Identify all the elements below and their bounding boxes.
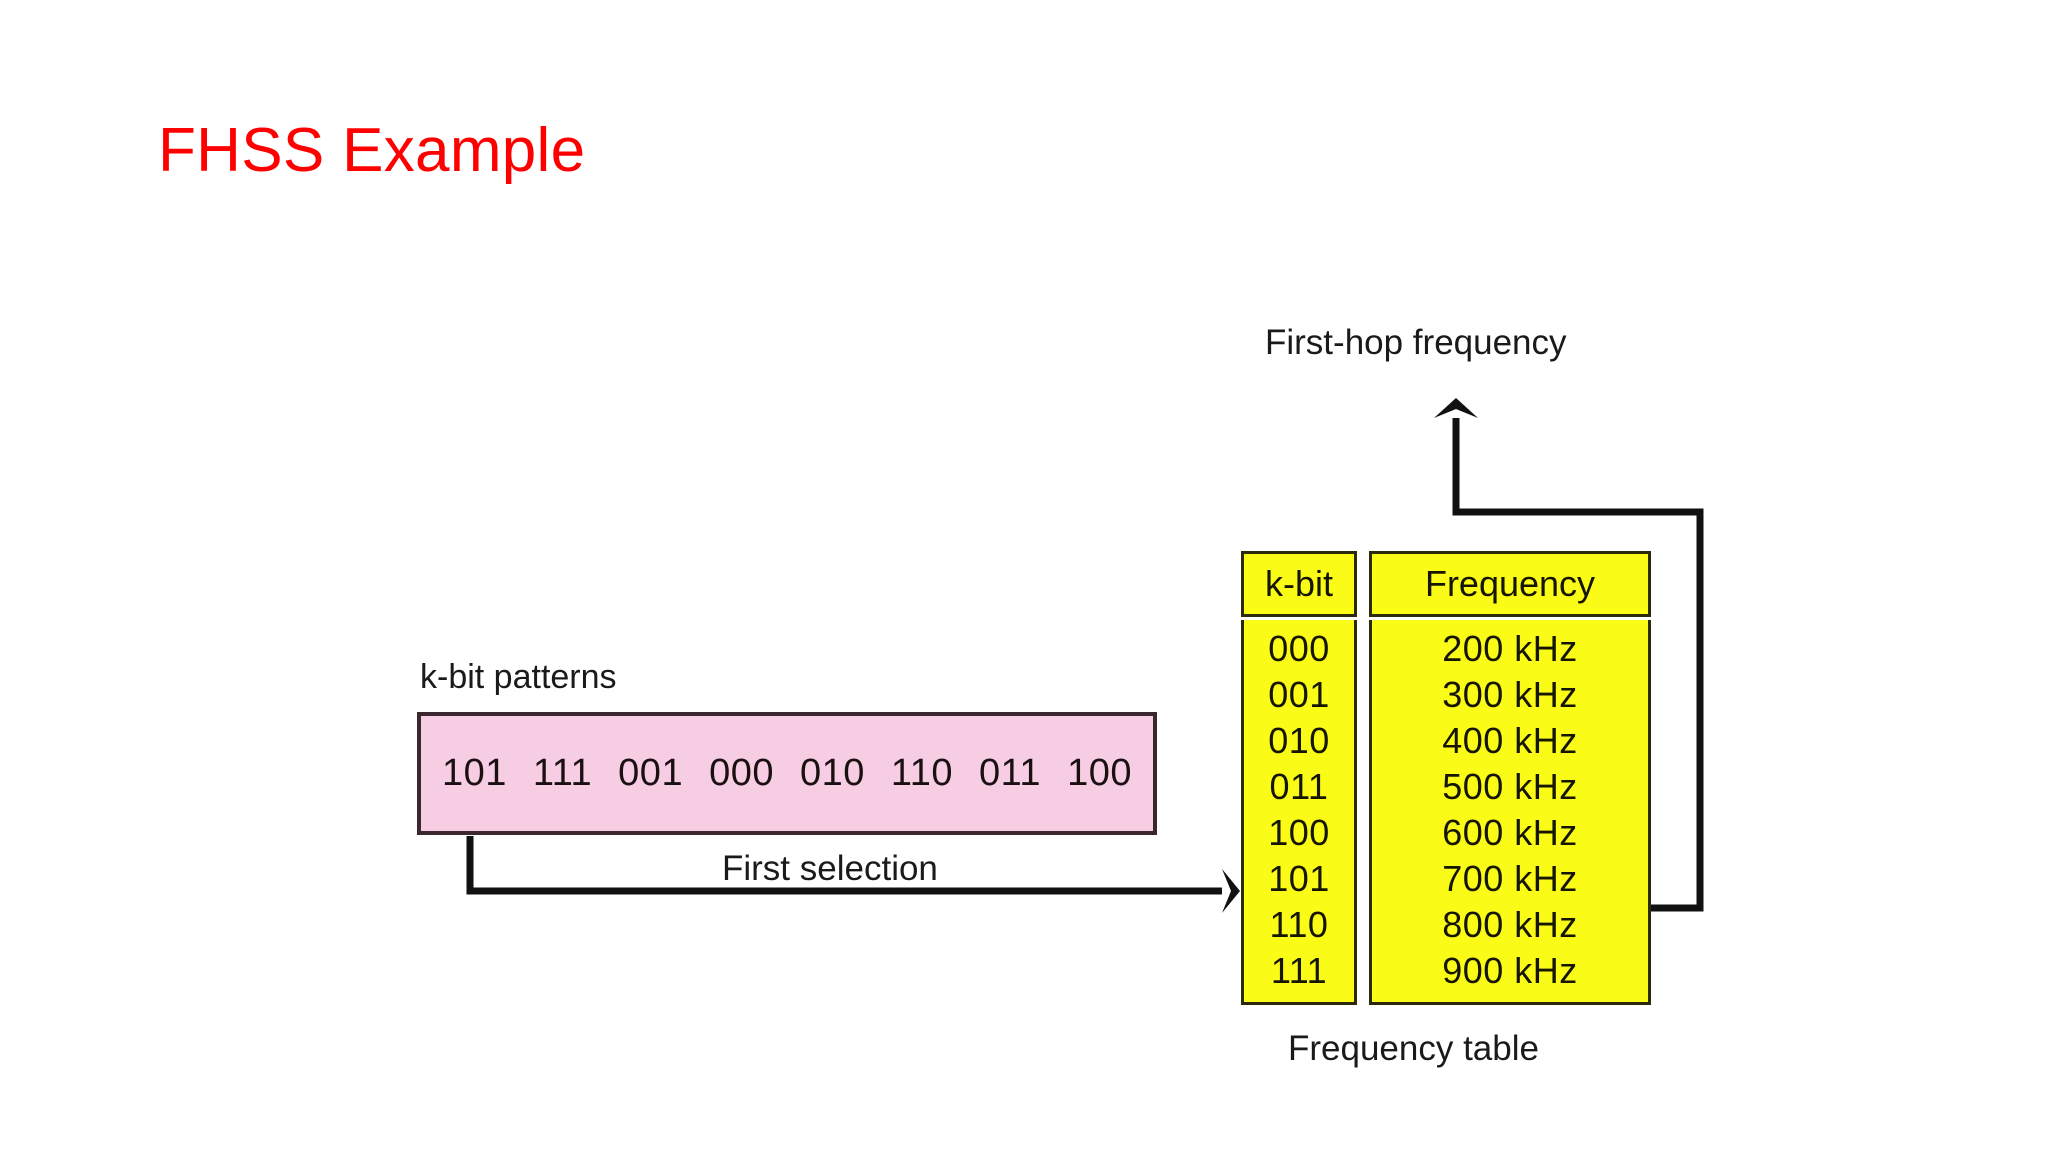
- table-row: 300 kHz: [1442, 674, 1578, 715]
- frequency-table-caption: Frequency table: [1288, 1029, 1539, 1068]
- kbit-pattern-item: 010: [799, 752, 865, 794]
- kbit-pattern-item: 100: [1067, 752, 1132, 794]
- table-row: 010: [1268, 720, 1330, 761]
- first-selection-label: First selection: [722, 849, 938, 888]
- table-row: 200 kHz: [1442, 628, 1578, 669]
- kbit-patterns-list: 101 111 001 000 010 110 011 100: [421, 716, 1153, 831]
- table-row: 600 kHz: [1442, 812, 1578, 853]
- kbit-patterns-box: 101 111 001 000 010 110 011 100: [417, 712, 1157, 835]
- table-row: 900 kHz: [1442, 950, 1578, 991]
- kbit-pattern-item: 001: [618, 752, 684, 794]
- table-row: 500 kHz: [1442, 766, 1578, 807]
- table-row: 400 kHz: [1442, 720, 1578, 761]
- frequency-table: k-bit 000 001 010 011 100 101 110 111 Fr…: [1241, 551, 1651, 1015]
- kbit-pattern-item: 111: [532, 752, 593, 794]
- frequency-table-kbit-cells: 000 001 010 011 100 101 110 111: [1241, 620, 1357, 1005]
- frequency-table-kbit-column: k-bit 000 001 010 011 100 101 110 111: [1241, 551, 1357, 1005]
- page-title: FHSS Example: [158, 116, 586, 185]
- frequency-table-frequency-column: Frequency 200 kHz 300 kHz 400 kHz 500 kH…: [1369, 551, 1651, 1005]
- kbit-patterns-label: k-bit patterns: [420, 658, 617, 696]
- kbit-pattern-item: 011: [978, 752, 1042, 794]
- table-row: 800 kHz: [1442, 904, 1578, 945]
- frequency-table-frequency-cells: 200 kHz 300 kHz 400 kHz 500 kHz 600 kHz …: [1369, 620, 1651, 1005]
- kbit-pattern-item: 101: [442, 752, 507, 794]
- kbit-pattern-item: 000: [709, 752, 774, 794]
- column-header-frequency: Frequency: [1369, 551, 1651, 617]
- table-row: 001: [1268, 674, 1330, 715]
- table-row: 000: [1268, 628, 1330, 669]
- table-row: 011: [1269, 766, 1329, 807]
- table-row-selected: 101: [1268, 858, 1330, 899]
- table-row: 110: [1269, 904, 1329, 945]
- table-row: 100: [1268, 812, 1330, 853]
- column-header-kbit: k-bit: [1241, 551, 1357, 617]
- kbit-pattern-item: 110: [890, 752, 953, 794]
- table-row-selected: 700 kHz: [1442, 858, 1578, 899]
- first-hop-frequency-label: First-hop frequency: [1265, 323, 1567, 362]
- table-row: 111: [1270, 950, 1328, 991]
